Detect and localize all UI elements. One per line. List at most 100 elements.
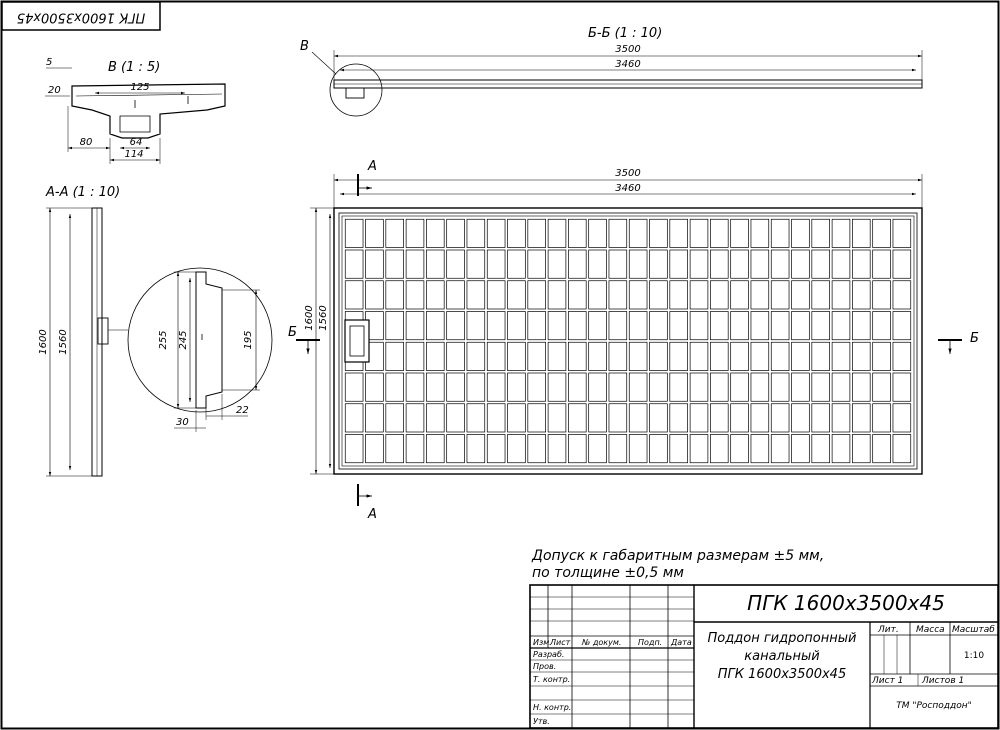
grid-cell (892, 311, 912, 341)
grid-cell (892, 280, 912, 310)
grid-cell (750, 218, 770, 248)
grid-cell (527, 249, 546, 279)
grid-cell (710, 280, 729, 310)
grid-cell (872, 434, 891, 464)
grid-cell (466, 372, 486, 402)
grid-cell (689, 372, 709, 402)
grid-cell (446, 280, 465, 310)
grid-cell (466, 341, 486, 371)
grid-cell (730, 311, 749, 341)
grid-cell (628, 249, 648, 279)
grid-cell (547, 341, 567, 371)
grid-cell (344, 280, 364, 310)
grid-cell (852, 403, 871, 433)
grid-cell (811, 434, 830, 464)
scale-label: Масштаб (952, 625, 995, 635)
grid-cell (527, 280, 546, 310)
grid-cell (669, 341, 688, 371)
section-aa-dim-1600: 1600 (38, 329, 49, 354)
row-nkontr: Н. контр. (533, 703, 571, 712)
grid-cell (831, 280, 851, 310)
section-bb-dim-3460: 3460 (615, 59, 640, 70)
grid-cell (730, 341, 749, 371)
grid-cell (689, 311, 709, 341)
grid-cell (405, 403, 425, 433)
grid-cell (892, 434, 912, 464)
grid-cell (507, 403, 526, 433)
section-aa-dim-255: 255 (158, 330, 169, 349)
grid-cell (831, 341, 851, 371)
grid-cell (385, 249, 404, 279)
grid-cell (446, 372, 465, 402)
grid-cell (872, 218, 891, 248)
grid-cell (547, 434, 567, 464)
grid-cell (588, 249, 607, 279)
grid-cell (547, 311, 567, 341)
grid-cell (811, 341, 830, 371)
grid-cell (872, 372, 891, 402)
grid-cell (811, 249, 830, 279)
grid-cell (405, 218, 425, 248)
grid-cell (852, 372, 871, 402)
grid-cell (831, 249, 851, 279)
section-aa-view: А-А (1 : 10) 1600 1560 255 245 195 22 30 (38, 185, 273, 477)
row-prov: Пров. (533, 662, 556, 671)
note-line-1: Допуск к габаритным размерам ±5 мм, (531, 548, 824, 564)
grid-cell (426, 434, 445, 464)
grid-cell (649, 311, 668, 341)
grid-cell (791, 434, 810, 464)
grid-cell (649, 403, 668, 433)
grid-cell (628, 311, 648, 341)
plan-dim-1560: 1560 (318, 305, 329, 330)
grid-cell (770, 280, 790, 310)
grid-cell (831, 403, 851, 433)
grid-cell (649, 280, 668, 310)
grid-cell (628, 218, 648, 248)
grid-cell (446, 249, 465, 279)
detail-b-dim-80: 80 (80, 137, 93, 148)
plan-dim-3460: 3460 (615, 183, 640, 194)
grid-cell (852, 311, 871, 341)
grid-cell (730, 249, 749, 279)
grid-cell (344, 218, 364, 248)
grid-cell (547, 249, 567, 279)
grid-cell (588, 372, 607, 402)
col-date: Дата (670, 638, 692, 647)
grid-cell (730, 403, 749, 433)
row-utv: Утв. (533, 717, 550, 726)
grid-cell (831, 218, 851, 248)
grid-cell (568, 341, 587, 371)
grid-cell (689, 218, 709, 248)
col-sign: Подп. (638, 638, 662, 647)
grid-cell (588, 434, 607, 464)
grid-cell (344, 372, 364, 402)
mass-label: Масса (916, 625, 945, 635)
grid-cell (852, 341, 871, 371)
grid-cell (710, 372, 729, 402)
grid-cell (365, 372, 384, 402)
grid-cell (466, 434, 486, 464)
grid-cell (811, 372, 830, 402)
grid-cell (527, 403, 546, 433)
section-aa-dim-195: 195 (243, 330, 254, 349)
grid-cell (628, 434, 648, 464)
detail-b-dim-20: 20 (48, 85, 61, 96)
grid-cell (507, 311, 526, 341)
grid-cell (426, 403, 445, 433)
grid-cell (365, 403, 384, 433)
detail-b-dim-64: 64 (130, 137, 143, 148)
grid-cell (446, 341, 465, 371)
col-izm: Изм. (533, 638, 552, 647)
grid-cell (568, 311, 587, 341)
grid-cell (426, 218, 445, 248)
grid-cell (831, 372, 851, 402)
grid-cell (872, 249, 891, 279)
grid-cell (791, 341, 810, 371)
grid-cell (507, 434, 526, 464)
plan-dim-1600: 1600 (304, 305, 315, 330)
grid-cell (710, 218, 729, 248)
name-line-2: канальный (744, 649, 819, 664)
grid-cell (466, 403, 486, 433)
name-line-3: ПГК 1600х3500х45 (718, 667, 846, 682)
grid-cell (608, 218, 628, 248)
